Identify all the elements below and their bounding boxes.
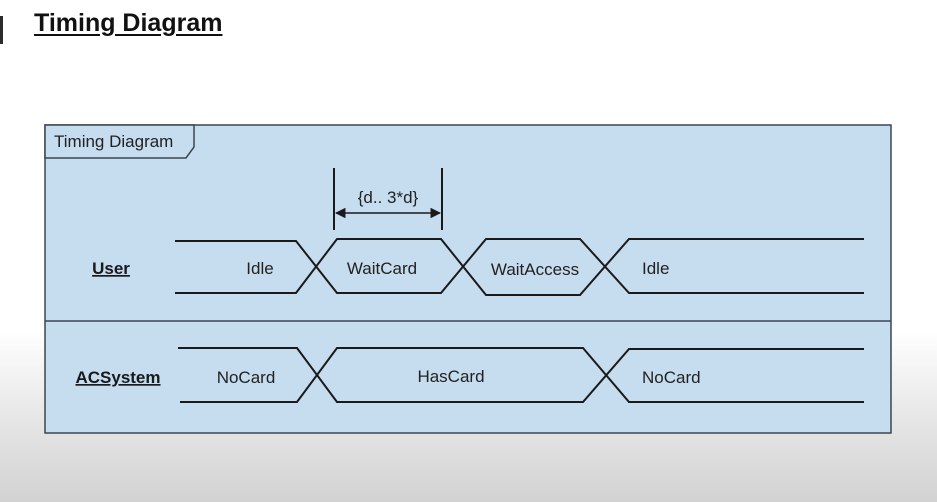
acsystem-state-hascard: HasCard (417, 367, 484, 386)
acsystem-state-waveform (178, 347, 864, 403)
frame-label: Timing Diagram (54, 132, 173, 151)
user-state-waitaccess: WaitAccess (491, 260, 579, 279)
left-edge-bar (0, 16, 3, 44)
lifeline-name-acsystem: ACSystem (75, 368, 160, 387)
diagram-frame (44, 124, 892, 434)
page-title: Timing Diagram (34, 9, 223, 37)
lifeline-name-user: User (92, 259, 130, 278)
user-state-idle-final: Idle (642, 259, 669, 278)
acsystem-state-nocard-final: NoCard (642, 368, 701, 387)
frame-name-tag (44, 124, 195, 159)
acsystem-state-nocard: NoCard (217, 368, 276, 387)
user-state-idle: Idle (246, 259, 273, 278)
duration-constraint-label: {d.. 3*d} (358, 188, 419, 207)
user-state-waitcard: WaitCard (347, 259, 417, 278)
user-state-waveform (175, 238, 864, 296)
